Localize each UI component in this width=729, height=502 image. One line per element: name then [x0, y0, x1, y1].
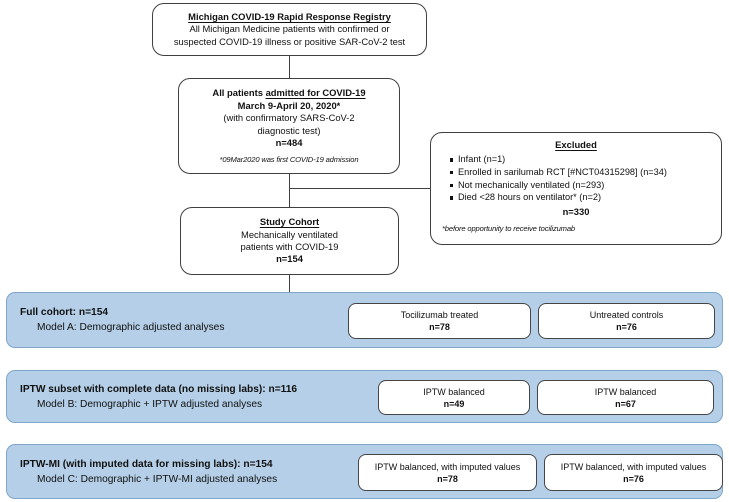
registry-line-1: All Michigan Medicine patients with conf…	[189, 23, 390, 35]
arm-iptw-balanced-49: IPTW balanced n=49	[378, 380, 530, 415]
connector-admitted-to-cohort	[288, 174, 291, 207]
node-excluded: Excluded Infant (n=1) Enrolled in sarilu…	[430, 132, 722, 245]
registry-title: Michigan COVID-19 Rapid Response Registr…	[188, 10, 391, 22]
arm-count: n=67	[615, 398, 636, 409]
arm-label: IPTW balanced	[423, 386, 485, 397]
arm-untreated-controls: Untreated controls n=76	[538, 303, 715, 339]
arm-iptw-imputed-76: IPTW balanced, with imputed values n=76	[544, 454, 723, 491]
band-model-c-label: IPTW-MI (with imputed data for missing l…	[20, 457, 277, 487]
excluded-list: Infant (n=1) Enrolled in sarilumab RCT […	[440, 153, 712, 203]
arm-count: n=78	[429, 322, 450, 332]
cohort-title: Study Cohort	[259, 216, 320, 228]
arm-label: IPTW balanced, with imputed values	[560, 461, 707, 472]
arm-count: n=76	[623, 473, 644, 484]
connector-to-excluded	[288, 187, 432, 190]
band-model-c-sub: Model C: Demographic + IPTW-MI adjusted …	[37, 473, 278, 485]
admitted-footnote: *09Mar2020 was first COVID-19 admission	[219, 154, 359, 164]
admitted-line-3: diagnostic test)	[257, 124, 321, 136]
excluded-item: Enrolled in sarilumab RCT [#NCT04315298]…	[450, 166, 712, 179]
arm-count: n=78	[437, 473, 458, 484]
excluded-total: n=330	[562, 205, 590, 217]
cohort-line-1: Mechanically ventilated	[241, 228, 338, 240]
arm-count: n=49	[443, 398, 465, 409]
band-model-c-main: IPTW-MI (with imputed data for missing l…	[20, 458, 273, 470]
node-study-cohort: Study Cohort Mechanically ventilated pat…	[180, 207, 399, 275]
excluded-item: Not mechanically ventilated (n=293)	[450, 179, 712, 192]
admitted-line-2: (with confirmatory SARS-CoV-2	[223, 112, 355, 124]
arm-count: n=76	[616, 322, 637, 332]
arm-label: IPTW balanced	[594, 386, 657, 397]
registry-line-2: suspected COVID-19 illness or positive S…	[173, 35, 406, 47]
arm-label: Tocilizumab treated	[400, 310, 479, 320]
admitted-line-1: March 9-April 20, 2020*	[237, 99, 341, 111]
arm-tocilizumab-treated: Tocilizumab treated n=78	[348, 303, 531, 339]
cohort-line-2: patients with COVID-19	[240, 241, 339, 252]
connector-registry-to-admitted	[288, 56, 291, 79]
excluded-title: Excluded	[555, 139, 597, 150]
band-model-b-label: IPTW subset with complete data (no missi…	[20, 382, 297, 412]
band-model-c: IPTW-MI (with imputed data for missing l…	[6, 444, 723, 499]
admitted-count: n=484	[275, 137, 303, 149]
arm-label: Untreated controls	[589, 310, 664, 320]
band-model-a: Full cohort: n=154 Model A: Demographic …	[6, 292, 723, 348]
excluded-item: Infant (n=1)	[450, 153, 712, 166]
arm-iptw-balanced-67: IPTW balanced n=67	[537, 380, 714, 415]
admitted-title-prefix: All patients	[212, 87, 266, 99]
node-admitted: All patients admitted for COVID-19 March…	[178, 78, 400, 174]
node-registry: Michigan COVID-19 Rapid Response Registr…	[152, 3, 427, 56]
admitted-title-underlined: admitted for COVID-19	[265, 87, 366, 99]
band-model-a-label: Full cohort: n=154 Model A: Demographic …	[20, 305, 224, 335]
arm-iptw-imputed-78: IPTW balanced, with imputed values n=78	[358, 454, 537, 491]
band-model-a-sub: Model A: Demographic adjusted analyses	[37, 322, 225, 333]
band-model-b-main: IPTW subset with complete data (no missi…	[20, 383, 298, 395]
admitted-title: All patients admitted for COVID-19	[212, 87, 365, 99]
band-model-b-sub: Model B: Demographic + IPTW adjusted ana…	[37, 398, 263, 410]
arm-label: IPTW balanced, with imputed values	[374, 461, 521, 472]
band-model-b: IPTW subset with complete data (no missi…	[6, 370, 723, 423]
excluded-footnote: *before opportunity to receive tocilizum…	[442, 224, 575, 234]
band-model-a-main: Full cohort: n=154	[20, 307, 109, 318]
connector-cohort-to-model-a	[288, 275, 291, 292]
excluded-item: Died <28 hours on ventilator* (n=2)	[450, 191, 712, 204]
cohort-count: n=154	[276, 253, 303, 265]
